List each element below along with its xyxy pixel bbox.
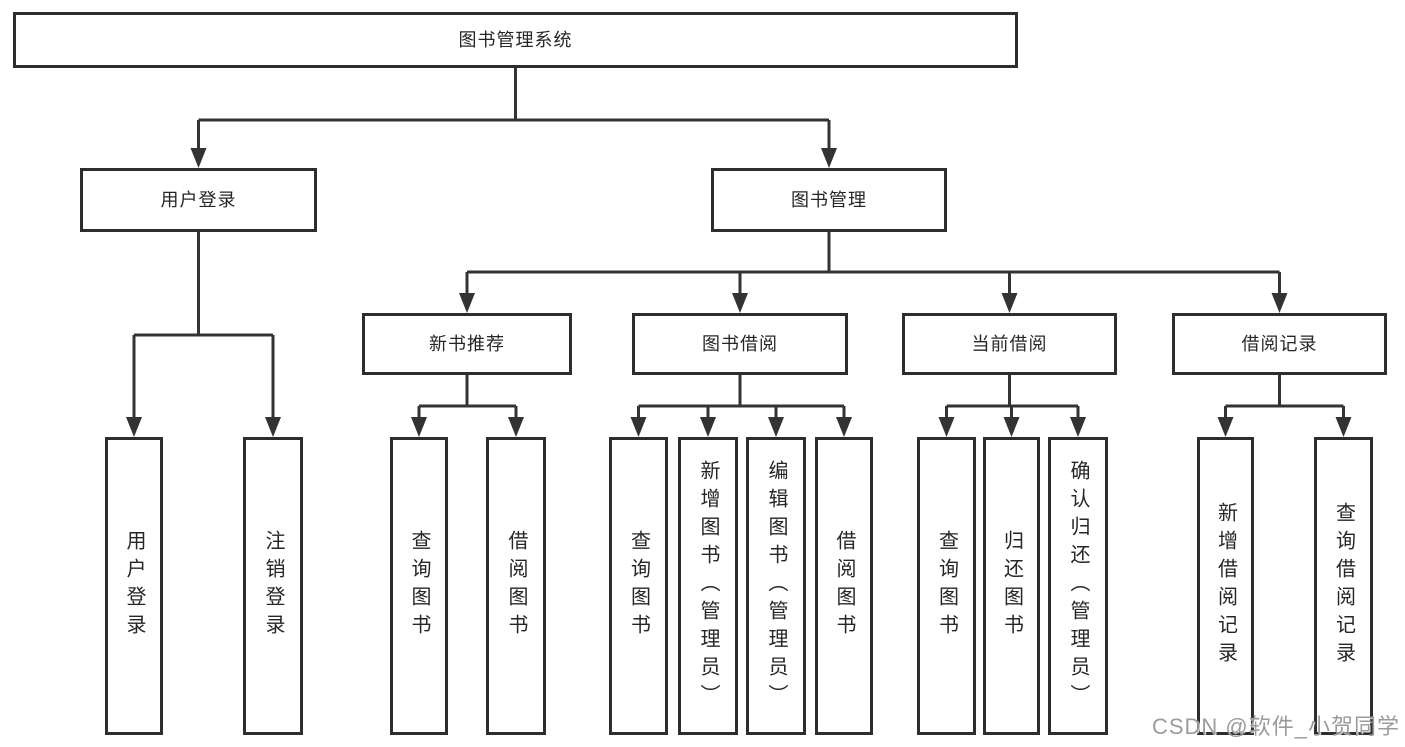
arrowhead [508,417,524,437]
arrowhead [938,417,955,437]
arrowhead [630,417,647,437]
node-label: 图书管理系统 [458,29,573,50]
arrowhead [126,417,142,437]
node-new-book-recommend: 新书推荐 [362,313,572,375]
leaf-query-books-borrow: 查询图书 [609,437,668,735]
arrowhead [1271,293,1288,313]
leaf-borrow-books-recommend: 借阅图书 [486,437,546,735]
connector-root-to-children [197,68,831,154]
node-label: 当前借阅 [971,333,1048,354]
node-label: 借阅记录 [1241,333,1318,354]
leaf-borrow-books: 借阅图书 [815,437,873,735]
connector-current-borrow-to-children [945,375,1080,423]
node-label: 归还图书 [1000,530,1023,642]
node-label: 新书推荐 [429,333,505,354]
connector-book-management-to-children [465,232,1281,299]
node-user-login: 用户登录 [80,168,317,232]
arrowhead [836,417,852,437]
leaf-add-books-admin: 新增图书（管理员） [678,437,738,735]
arrowhead [821,148,837,168]
node-label: 用户登录 [160,189,237,210]
connector-user-login-to-children [132,232,275,423]
arrowhead [1070,417,1086,437]
node-borrow-records: 借阅记录 [1172,313,1387,375]
connector-book-borrow-to-children [637,375,846,423]
connector-new-book-recommend-to-children [417,375,518,423]
node-label: 图书管理 [791,189,867,210]
node-label: 查询图书 [408,530,430,642]
node-label: 借阅图书 [833,530,855,642]
leaf-confirm-return-admin: 确认归还（管理员） [1048,437,1108,735]
node-label: 确认归还（管理员） [1067,460,1089,712]
arrowhead [1003,417,1020,437]
node-library-management-system: 图书管理系统 [13,12,1018,68]
node-book-borrow: 图书借阅 [632,313,848,375]
node-label: 新增借阅记录 [1214,502,1237,670]
leaf-logout: 注销登录 [243,437,303,735]
connector-borrow-records-to-children [1224,375,1345,423]
leaf-add-borrow-record: 新增借阅记录 [1197,437,1254,735]
node-label: 编辑图书（管理员） [765,460,787,712]
node-label: 注销登录 [262,530,284,642]
arrowhead [1335,417,1352,437]
node-label: 新增图书（管理员） [697,460,719,712]
leaf-query-borrow-record: 查询借阅记录 [1314,437,1373,735]
leaf-edit-books-admin: 编辑图书（管理员） [746,437,806,735]
arrowhead [411,417,427,437]
arrowhead [700,417,716,437]
node-book-management: 图书管理 [711,168,947,232]
node-label: 借阅图书 [505,530,527,642]
arrowhead [732,293,748,313]
arrowhead [1001,293,1018,313]
arrowhead [265,417,281,437]
arrowhead [190,148,207,168]
arrowhead [1217,417,1234,437]
csdn-watermark: CSDN @软件_小贺同学 [1151,714,1400,739]
node-label: 查询图书 [935,530,958,642]
node-current-borrow: 当前借阅 [902,313,1117,375]
leaf-user-login: 用户登录 [105,437,163,735]
node-label: 图书借阅 [702,333,778,354]
node-label: 查询图书 [627,530,650,642]
leaf-return-books: 归还图书 [983,437,1040,735]
leaf-query-books-recommend: 查询图书 [390,437,448,735]
arrowhead [768,417,784,437]
node-label: 用户登录 [123,530,145,642]
arrowhead [459,293,475,313]
leaf-query-books-current: 查询图书 [917,437,976,735]
node-label: 查询借阅记录 [1332,502,1355,670]
